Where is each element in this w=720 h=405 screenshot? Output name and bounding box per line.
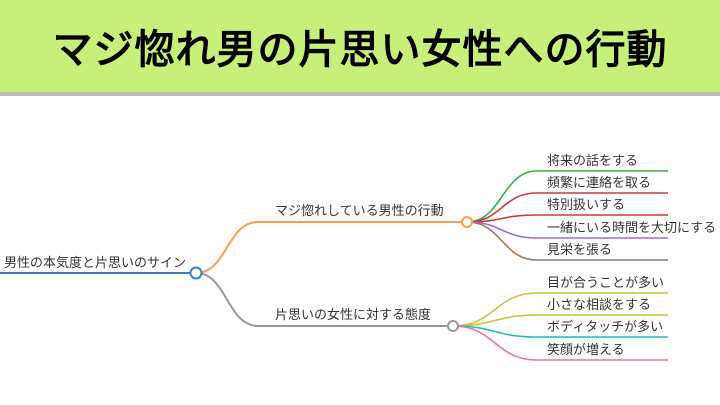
leaf-node-label: 笑顔が増える	[547, 342, 625, 358]
leaf-node-label: 小さな相談をする	[547, 297, 651, 313]
root-node-label: 男性の本気度と片思いのサイン	[4, 255, 186, 271]
leaf-connector	[466, 221, 538, 239]
branch-node-dot	[461, 216, 473, 228]
leaf-node-label: 特別扱いする	[547, 198, 625, 213]
leaf-node-label: 目が合うことが多い	[547, 275, 664, 291]
branch-node-label: 片思いの女性に対する態度	[275, 307, 431, 323]
branch-connector	[195, 272, 259, 327]
leaf-connector	[466, 214, 538, 223]
branch-node-label: マジ惚れしている男性の行動	[275, 203, 444, 219]
leaf-node-label: 頻繁に連絡を取る	[547, 175, 651, 191]
leaf-connector	[452, 325, 538, 361]
title-banner: マジ惚れ男の片思い女性への行動	[0, 0, 720, 92]
banner-divider	[0, 92, 720, 96]
leaf-connector	[466, 170, 538, 223]
mindmap: 男性の本気度と片思いのサイン マジ惚れしている男性の行動 将来の話をする頻繁に連絡を…	[0, 153, 716, 361]
leaf-connector	[466, 221, 538, 261]
leaf-node-label: 将来の話をする	[547, 153, 638, 169]
root-node-dot	[189, 266, 203, 280]
branch-connector	[195, 221, 259, 274]
branch-node-dot	[447, 320, 459, 332]
leaf-node-label: 見栄を張る	[547, 243, 612, 258]
page-title: マジ惚れ男の片思い女性への行動	[52, 27, 668, 73]
leaf-node-label: ボディタッチが多い	[547, 319, 663, 335]
leaf-node-label: 一緒にいる時間を大切にする	[547, 221, 716, 236]
